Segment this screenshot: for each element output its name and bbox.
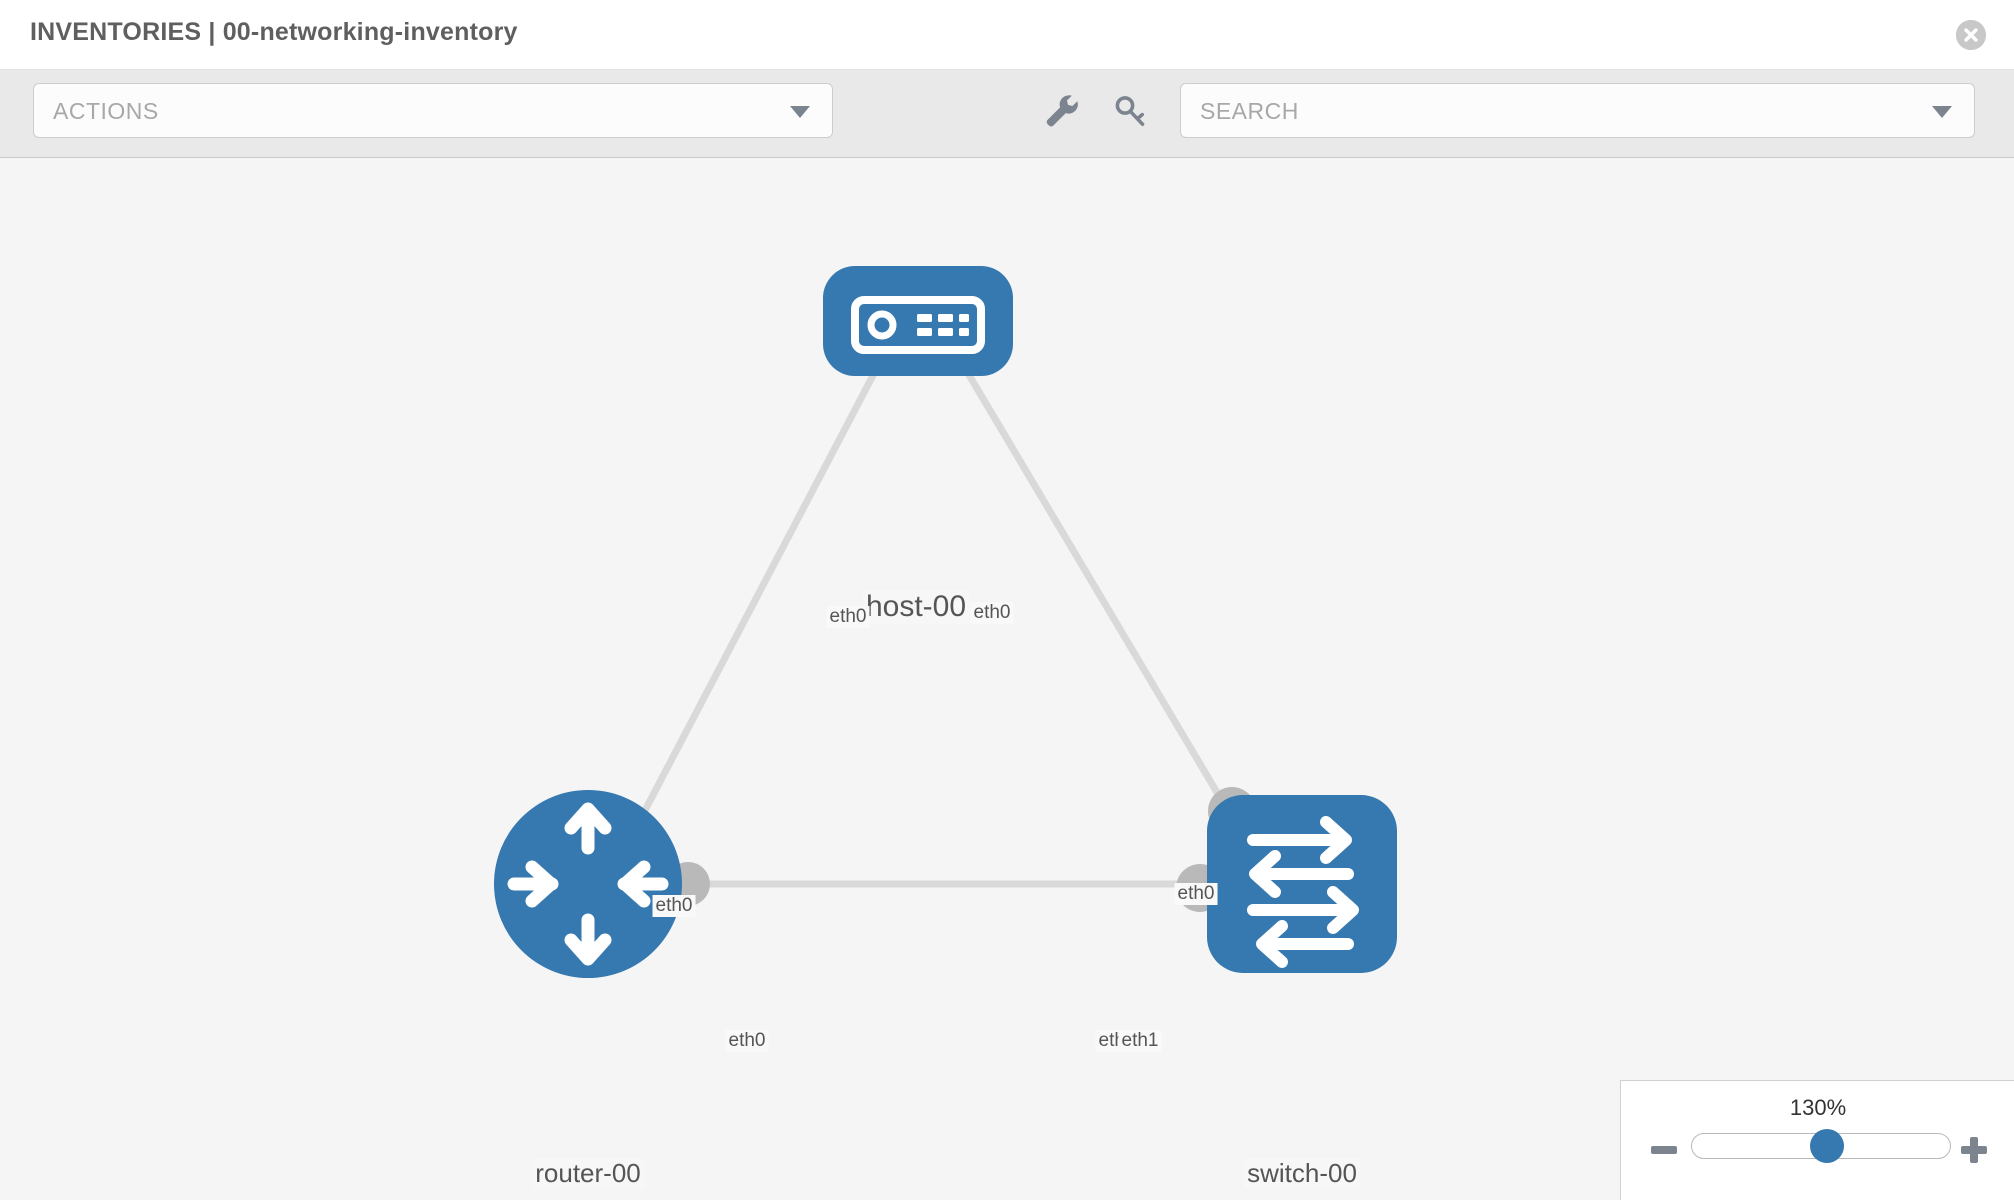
iface-label-host-right: eth0 [970, 602, 1014, 624]
page-header: INVENTORIES | 00-networking-inventory [0, 0, 2014, 70]
node-label-switch: switch-00 [1244, 1158, 1360, 1189]
server-icon [851, 296, 985, 354]
node-host-00[interactable] [823, 266, 1013, 376]
iface-label-switch-up: eth0 [1174, 883, 1218, 905]
iface-label-router-right: eth0 [725, 1030, 769, 1052]
search-placeholder: SEARCH [1200, 98, 1299, 124]
chevron-down-icon[interactable] [1932, 106, 1952, 118]
plus-icon[interactable] [1961, 1137, 1987, 1168]
actions-dropdown[interactable]: ACTIONS [33, 83, 833, 138]
wrench-icon[interactable] [1043, 92, 1083, 132]
zoom-slider-thumb[interactable] [1810, 1129, 1844, 1163]
iface-label-host-left: eth0 [826, 606, 870, 628]
iface-label-router-up: eth0 [652, 895, 696, 917]
edge-host-switch [946, 341, 1254, 850]
close-icon[interactable] [1956, 20, 1986, 50]
key-icon[interactable] [1110, 92, 1150, 132]
page-title: INVENTORIES | 00-networking-inventory [30, 18, 518, 46]
topology-graph [494, 266, 1397, 978]
node-router-00[interactable] [494, 790, 682, 978]
chevron-down-icon [790, 106, 810, 118]
actions-dropdown-label: ACTIONS [53, 98, 159, 124]
edge-host-router [616, 341, 894, 860]
topology-canvas[interactable]: host-00 router-00 switch-00 eth0 eth0 et… [0, 158, 2014, 1200]
node-label-router: router-00 [532, 1158, 644, 1189]
minus-icon[interactable] [1651, 1137, 1677, 1168]
node-label-host: host-00 [862, 590, 970, 624]
topology-edges [616, 341, 1254, 888]
zoom-control-panel: 130% [1620, 1080, 2014, 1200]
node-switch-00[interactable] [1207, 795, 1397, 973]
search-input[interactable]: SEARCH [1180, 83, 1975, 138]
router-arrows-icon [507, 802, 669, 966]
iface-label-switch-left: eth1 [1118, 1030, 1162, 1052]
zoom-level-value: 130% [1789, 1095, 1847, 1120]
router-node-shape [494, 790, 682, 978]
switch-arrows-icon [1247, 816, 1359, 968]
